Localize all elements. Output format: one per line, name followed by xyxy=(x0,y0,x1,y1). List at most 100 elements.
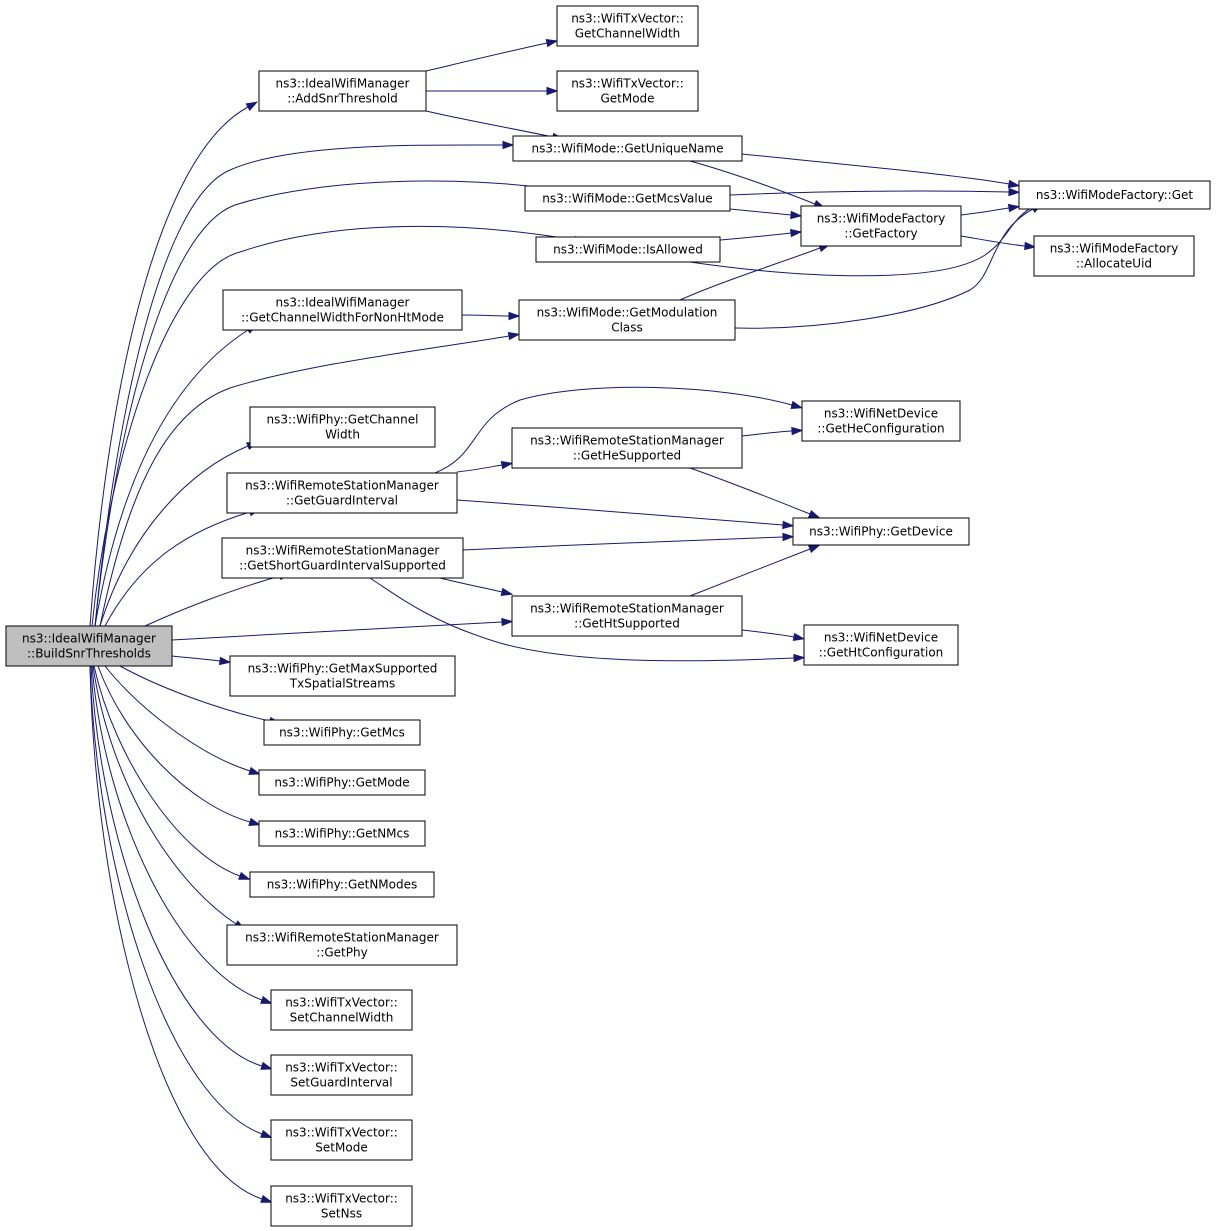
node-wm-mcs[interactable]: ns3::WifiMode::GetMcsValue xyxy=(524,185,731,212)
node-phy-getmcs[interactable]: ns3::WifiPhy::GetMcs xyxy=(263,719,421,746)
node-label: ns3::WifiMode::GetModulation xyxy=(537,306,718,320)
edge-line xyxy=(679,247,821,301)
edge-root-to-phy_maxss xyxy=(171,655,232,666)
node-wmf-factory[interactable]: ns3::WifiModeFactory::GetFactory xyxy=(800,205,962,247)
node-box xyxy=(1018,180,1211,210)
node-box xyxy=(518,299,736,341)
node-label: ns3::WifiMode::IsAllowed xyxy=(553,243,703,257)
node-label: ns3::WifiNetDevice xyxy=(824,631,938,645)
edge-line xyxy=(89,106,249,627)
node-box xyxy=(511,595,743,637)
node-label: ::AllocateUid xyxy=(1076,257,1152,271)
node-nd-hecfg[interactable]: ns3::WifiNetDevice::GetHeConfiguration xyxy=(801,400,961,442)
edge-line xyxy=(104,511,251,627)
node-rsm-sgi[interactable]: ns3::WifiRemoteStationManager::GetShortG… xyxy=(221,537,464,579)
node-label: ns3::WifiPhy::GetDevice xyxy=(809,525,953,539)
node-root[interactable]: ns3::IdealWifiManager::BuildSnrThreshold… xyxy=(5,625,173,667)
node-label: ::GetHeConfiguration xyxy=(817,422,944,436)
node-rsm-hesup[interactable]: ns3::WifiRemoteStationManager::GetHeSupp… xyxy=(511,427,743,469)
node-box xyxy=(258,769,426,796)
node-phy-getchw[interactable]: ns3::WifiPhy::GetChannelWidth xyxy=(249,406,436,448)
edge-line xyxy=(94,329,249,627)
node-label: ns3::IdealWifiManager xyxy=(276,296,410,310)
edge-root-to-wm_uniq xyxy=(94,140,515,627)
node-txv-getchw[interactable]: ns3::WifiTxVector::GetChannelWidth xyxy=(556,5,699,47)
node-txv-setgi[interactable]: ns3::WifiTxVector::SetGuardInterval xyxy=(270,1054,413,1096)
arrowhead xyxy=(260,1061,274,1070)
node-addsnr[interactable]: ns3::IdealWifiManager::AddSnrThreshold xyxy=(258,70,427,112)
edge-line xyxy=(171,655,221,662)
edge-wm_mcs-to-wmf_get xyxy=(729,187,1021,197)
node-txv-setmode[interactable]: ns3::WifiTxVector::SetMode xyxy=(270,1119,413,1161)
arrowhead xyxy=(245,101,259,111)
node-phy-maxss[interactable]: ns3::WifiPhy::GetMaxSupportedTxSpatialSt… xyxy=(229,655,456,697)
edge-root-to-phy_getmode xyxy=(104,665,261,775)
node-wm-uniq[interactable]: ns3::WifiMode::GetUniqueName xyxy=(512,135,743,162)
edge-root-to-rsm_sgi xyxy=(144,572,292,627)
node-label: SetNss xyxy=(321,1207,362,1221)
edge-line xyxy=(689,467,811,515)
node-rsm-htsup[interactable]: ns3::WifiRemoteStationManager::GetHtSupp… xyxy=(511,595,743,637)
node-rsm-getphy[interactable]: ns3::WifiRemoteStationManager::GetPhy xyxy=(226,924,458,966)
arrowhead xyxy=(790,210,803,220)
edge-line xyxy=(689,204,1037,277)
edge-rsm_sgi-to-rsm_htsup xyxy=(439,577,514,596)
node-phy-getnmodes[interactable]: ns3::WifiPhy::GetNModes xyxy=(249,871,435,898)
node-label: GetMode xyxy=(600,92,654,106)
edge-root-to-txv_setgi xyxy=(90,665,274,1070)
node-phy-getmode[interactable]: ns3::WifiPhy::GetMode xyxy=(258,769,426,796)
edge-line xyxy=(99,445,249,627)
edge-rsm_hesup-to-phy_getdev xyxy=(689,467,821,519)
node-txv-getmode[interactable]: ns3::WifiTxVector::GetMode xyxy=(556,70,699,112)
node-label: ns3::WifiTxVector:: xyxy=(285,1192,398,1206)
node-label: ns3::IdealWifiManager xyxy=(276,77,410,91)
node-phy-getdev[interactable]: ns3::WifiPhy::GetDevice xyxy=(792,517,970,546)
node-label: ::BuildSnrThresholds xyxy=(27,647,151,661)
edge-rsm_htsup-to-nd_htcfg xyxy=(741,629,806,642)
node-label: ns3::WifiModeFactory::Get xyxy=(1036,188,1193,202)
node-label: ns3::WifiTxVector:: xyxy=(571,77,684,91)
edge-iwm_chwnonht-to-wm_modclass xyxy=(461,311,521,321)
node-label: ns3::WifiTxVector:: xyxy=(285,1061,398,1075)
node-box xyxy=(249,871,435,898)
node-box xyxy=(556,5,699,47)
edge-line xyxy=(689,160,816,205)
arrowhead xyxy=(807,544,821,554)
node-txv-setchw[interactable]: ns3::WifiTxVector::SetChannelWidth xyxy=(270,989,413,1031)
node-label: ns3::WifiPhy::GetNModes xyxy=(267,878,418,892)
node-nd-htcfg[interactable]: ns3::WifiNetDevice::GetHtConfiguration xyxy=(803,624,959,666)
node-box xyxy=(229,655,456,697)
node-wmf-get[interactable]: ns3::WifiModeFactory::Get xyxy=(1018,180,1211,210)
node-label: ns3::WifiMode::GetMcsValue xyxy=(542,192,712,206)
arrowhead xyxy=(545,39,559,48)
nodes-layer: ns3::IdealWifiManager::BuildSnrThreshold… xyxy=(5,5,1211,1227)
arrowhead xyxy=(782,532,795,542)
arrowhead xyxy=(501,617,514,627)
node-wmf-alloc[interactable]: ns3::WifiModeFactory::AllocateUid xyxy=(1033,235,1195,277)
node-label: ::GetHtSupported xyxy=(574,617,680,631)
node-rsm-gi[interactable]: ns3::WifiRemoteStationManager::GetGuardI… xyxy=(226,472,458,514)
node-label: ns3::WifiModeFactory xyxy=(1050,242,1179,256)
arrowhead xyxy=(248,766,261,775)
edge-line xyxy=(369,577,795,662)
node-label: Width xyxy=(325,428,360,442)
node-box xyxy=(800,205,962,247)
edge-rsm_hesup-to-nd_hecfg xyxy=(741,426,804,437)
node-label: ns3::IdealWifiManager xyxy=(22,632,156,646)
edge-line xyxy=(960,235,1026,247)
edge-line xyxy=(425,110,554,138)
arrowhead xyxy=(238,871,251,880)
edge-line xyxy=(97,665,251,823)
node-label: ns3::WifiRemoteStationManager xyxy=(245,479,439,493)
node-label: ns3::WifiPhy::GetChannel xyxy=(267,413,419,427)
node-iwm-chwnonht[interactable]: ns3::IdealWifiManager::GetChannelWidthFo… xyxy=(222,289,463,331)
node-wm-allowed[interactable]: ns3::WifiMode::IsAllowed xyxy=(535,236,721,263)
arrowhead xyxy=(807,509,821,519)
arrowhead xyxy=(218,656,232,666)
edge-root-to-addsnr xyxy=(89,101,259,627)
arrowhead xyxy=(790,228,803,238)
node-phy-getnmcs[interactable]: ns3::WifiPhy::GetNMcs xyxy=(258,820,426,847)
node-txv-setnss[interactable]: ns3::WifiTxVector::SetNss xyxy=(270,1185,413,1227)
node-box xyxy=(556,70,699,112)
